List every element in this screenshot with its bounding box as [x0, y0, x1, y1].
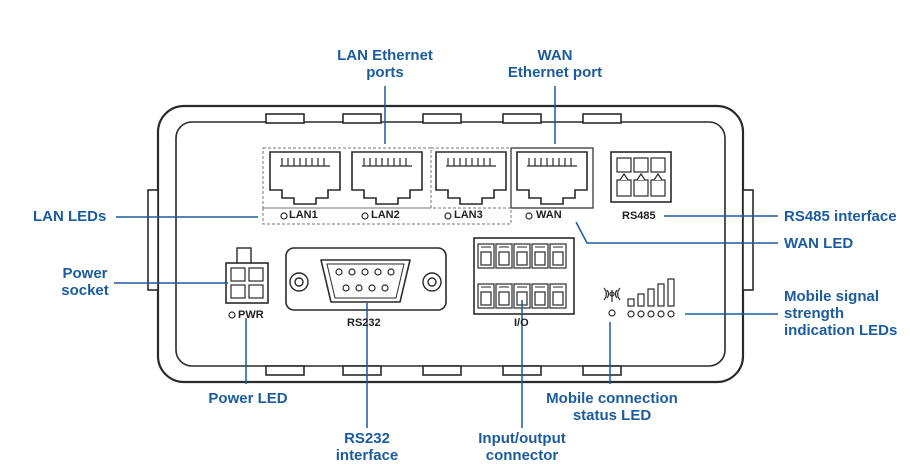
power-socket: [225, 247, 269, 319]
callout-rs485-interface: RS485 interface: [784, 208, 897, 225]
lan2-led: [361, 212, 369, 220]
rs232-connector: [285, 247, 447, 311]
lan3-label: LAN3: [454, 209, 483, 221]
rs232-label: RS232: [347, 317, 381, 329]
pwr-label: PWR: [238, 309, 264, 321]
wan-label: WAN: [536, 209, 562, 221]
housing: [147, 104, 754, 384]
callout-wan-led: WAN LED: [784, 235, 854, 252]
mobile-status-led: [608, 309, 616, 317]
lan2-label: LAN2: [371, 209, 400, 221]
callout-power-led: Power LED: [208, 390, 288, 407]
lan3-led: [444, 212, 452, 220]
lan1-label: LAN1: [289, 209, 318, 221]
lan1-led: [280, 212, 288, 220]
io-connector: [473, 237, 575, 315]
rs485-label: RS485: [622, 210, 656, 222]
mobile-signal-indicator: [603, 278, 675, 318]
callout-lan-leds: LAN LEDs: [33, 208, 107, 225]
pwr-led: [228, 311, 236, 319]
leader-lines: [114, 86, 778, 428]
io-label: I/O: [514, 317, 529, 329]
rs485-connector: [610, 151, 672, 203]
ethernet-port-block: [262, 147, 594, 225]
wan-led: [525, 212, 533, 220]
